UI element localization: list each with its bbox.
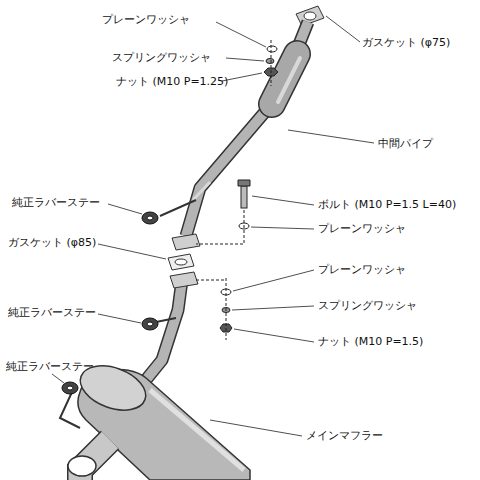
part-label: プレーンワッシャ (102, 13, 190, 26)
part-label: 純正ラバーステー (8, 306, 96, 319)
part-label: ボルト (M10 P=1.5 L=40) (318, 198, 456, 211)
joint-hardware (196, 180, 250, 340)
main-muffler (60, 358, 250, 480)
part-label: ガスケット (φ75) (362, 36, 450, 49)
part-label: 中間パイプ (378, 137, 433, 150)
part-label: 純正ラバーステー (6, 360, 94, 373)
rear-pipe (136, 272, 198, 392)
part-label: プレーンワッシャ (318, 263, 406, 276)
part-label: プレーンワッシャ (318, 222, 406, 235)
part-label: ナット (M10 P=1.25) (116, 75, 228, 88)
part-label: メインマフラー (306, 429, 383, 442)
part-label: ガスケット (φ85) (8, 236, 96, 249)
part-label: スプリングワッシャ (318, 299, 417, 312)
part-label: 純正ラバーステー (12, 196, 100, 209)
mid-flange (172, 234, 200, 250)
part-label: スプリングワッシャ (112, 51, 211, 64)
part-label: ナット (M10 P=1.5) (318, 335, 423, 348)
gasket-85 (168, 254, 194, 270)
front-hardware (264, 40, 278, 86)
